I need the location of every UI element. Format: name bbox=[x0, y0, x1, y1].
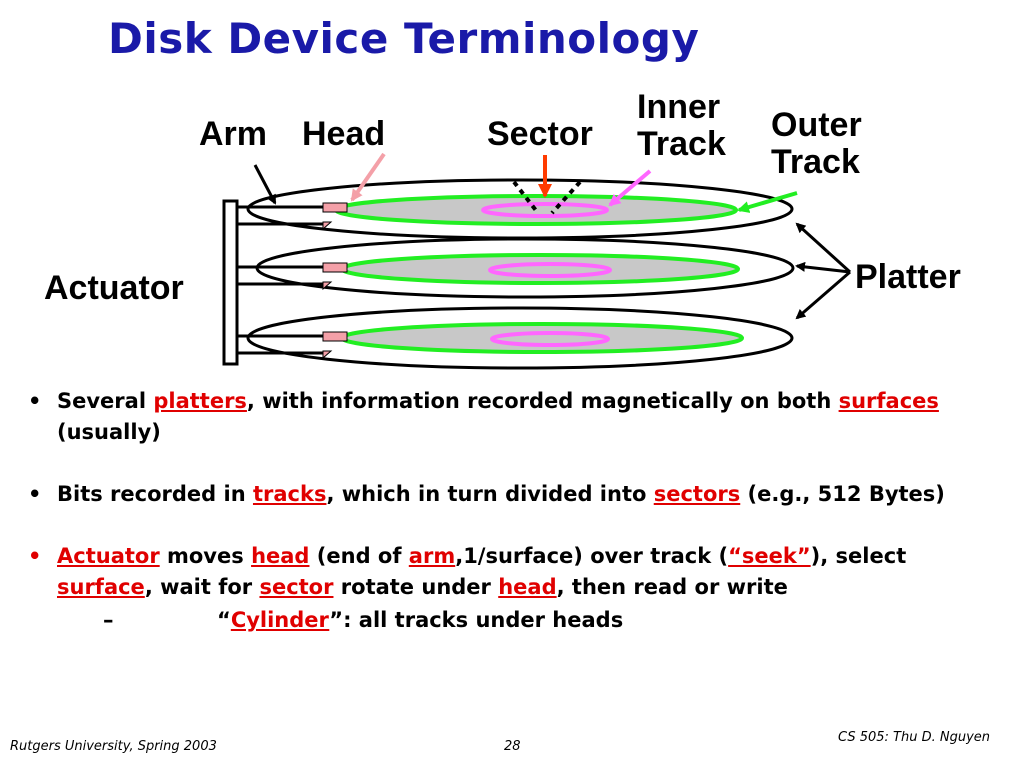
term-cylinder: Cylinder bbox=[230, 608, 330, 632]
outer-track-pointer bbox=[737, 191, 798, 213]
bullet-text: ), select bbox=[810, 544, 907, 568]
inner-track-label-line2: Track bbox=[637, 125, 726, 164]
bullet-tracks: • Bits recorded in tracks, which in turn… bbox=[28, 479, 988, 510]
platter-label: Platter bbox=[855, 258, 961, 296]
actuator-label: Actuator bbox=[44, 269, 184, 307]
inner-track-label: Inner Track bbox=[637, 88, 726, 164]
term-actuator: Actuator bbox=[57, 544, 160, 568]
bullet-platters: • Several platters, with information rec… bbox=[28, 386, 988, 448]
bullet-text: (e.g., 512 Bytes) bbox=[740, 482, 945, 506]
bullet-actuator: • Actuator moves head (end of arm,1/surf… bbox=[28, 541, 988, 636]
sub-bullet-dash: – bbox=[103, 608, 114, 632]
term-sectors: sectors bbox=[653, 482, 741, 506]
term-seek: “seek” bbox=[728, 544, 811, 568]
inner-track-label-line1: Inner bbox=[637, 88, 721, 126]
platter-1 bbox=[246, 178, 794, 240]
bullet-text: ,1/surface) over track ( bbox=[455, 544, 729, 568]
bullet-text: Several bbox=[57, 389, 154, 413]
bullet-dot: • bbox=[28, 544, 42, 568]
footer-left: Rutgers University, Spring 2003 bbox=[10, 739, 217, 754]
outer-track-label-line2: Track bbox=[771, 143, 860, 182]
term-sector: sector bbox=[259, 575, 334, 599]
head-label: Head bbox=[302, 115, 386, 153]
bullet-text: ”: all tracks under heads bbox=[329, 608, 624, 632]
sub-bullet-cylinder: – “Cylinder”: all tracks under heads bbox=[57, 605, 988, 636]
outer-track-label-line1: Outer bbox=[771, 106, 862, 144]
arm-pointer bbox=[253, 164, 277, 205]
bullet-text: rotate under bbox=[333, 575, 499, 599]
inner-track-pointer bbox=[608, 169, 652, 207]
term-head: head bbox=[251, 544, 310, 568]
bullet-dot: • bbox=[28, 389, 42, 413]
bullet-dot: • bbox=[28, 482, 42, 506]
footer-right: CS 505: Thu D. Nguyen bbox=[838, 730, 991, 745]
sector-label: Sector bbox=[487, 115, 593, 153]
sector-wedge bbox=[512, 180, 582, 215]
head-pointer bbox=[350, 152, 386, 202]
term-arm: arm bbox=[408, 544, 456, 568]
bullet-text: , which in turn divided into bbox=[326, 482, 654, 506]
term-surfaces: surfaces bbox=[838, 389, 939, 413]
outer-track-label: Outer Track bbox=[771, 106, 862, 182]
bullet-text: , with information recorded magnetically… bbox=[246, 389, 839, 413]
bullet-text: , then read or write bbox=[556, 575, 788, 599]
bullet-text: (usually) bbox=[57, 420, 161, 444]
bullet-text: moves bbox=[159, 544, 252, 568]
term-head: head bbox=[498, 575, 557, 599]
heads bbox=[322, 202, 348, 360]
bullet-text: , wait for bbox=[144, 575, 260, 599]
bullet-text: (end of bbox=[309, 544, 409, 568]
bullet-list: • Several platters, with information rec… bbox=[28, 386, 988, 636]
footer-page-number: 28 bbox=[504, 739, 521, 754]
term-surface: surface bbox=[57, 575, 145, 599]
term-tracks: tracks bbox=[252, 482, 327, 506]
disk-diagram bbox=[222, 152, 852, 370]
actuator-column bbox=[222, 199, 239, 366]
arms bbox=[237, 205, 323, 355]
slide-title: Disk Device Terminology bbox=[108, 14, 700, 63]
platter-pointers bbox=[795, 222, 852, 320]
bullet-text: Bits recorded in bbox=[57, 482, 253, 506]
bullet-text: “ bbox=[217, 608, 231, 632]
platter-3 bbox=[246, 306, 794, 370]
arm-label: Arm bbox=[199, 115, 268, 153]
term-platters: platters bbox=[153, 389, 247, 413]
